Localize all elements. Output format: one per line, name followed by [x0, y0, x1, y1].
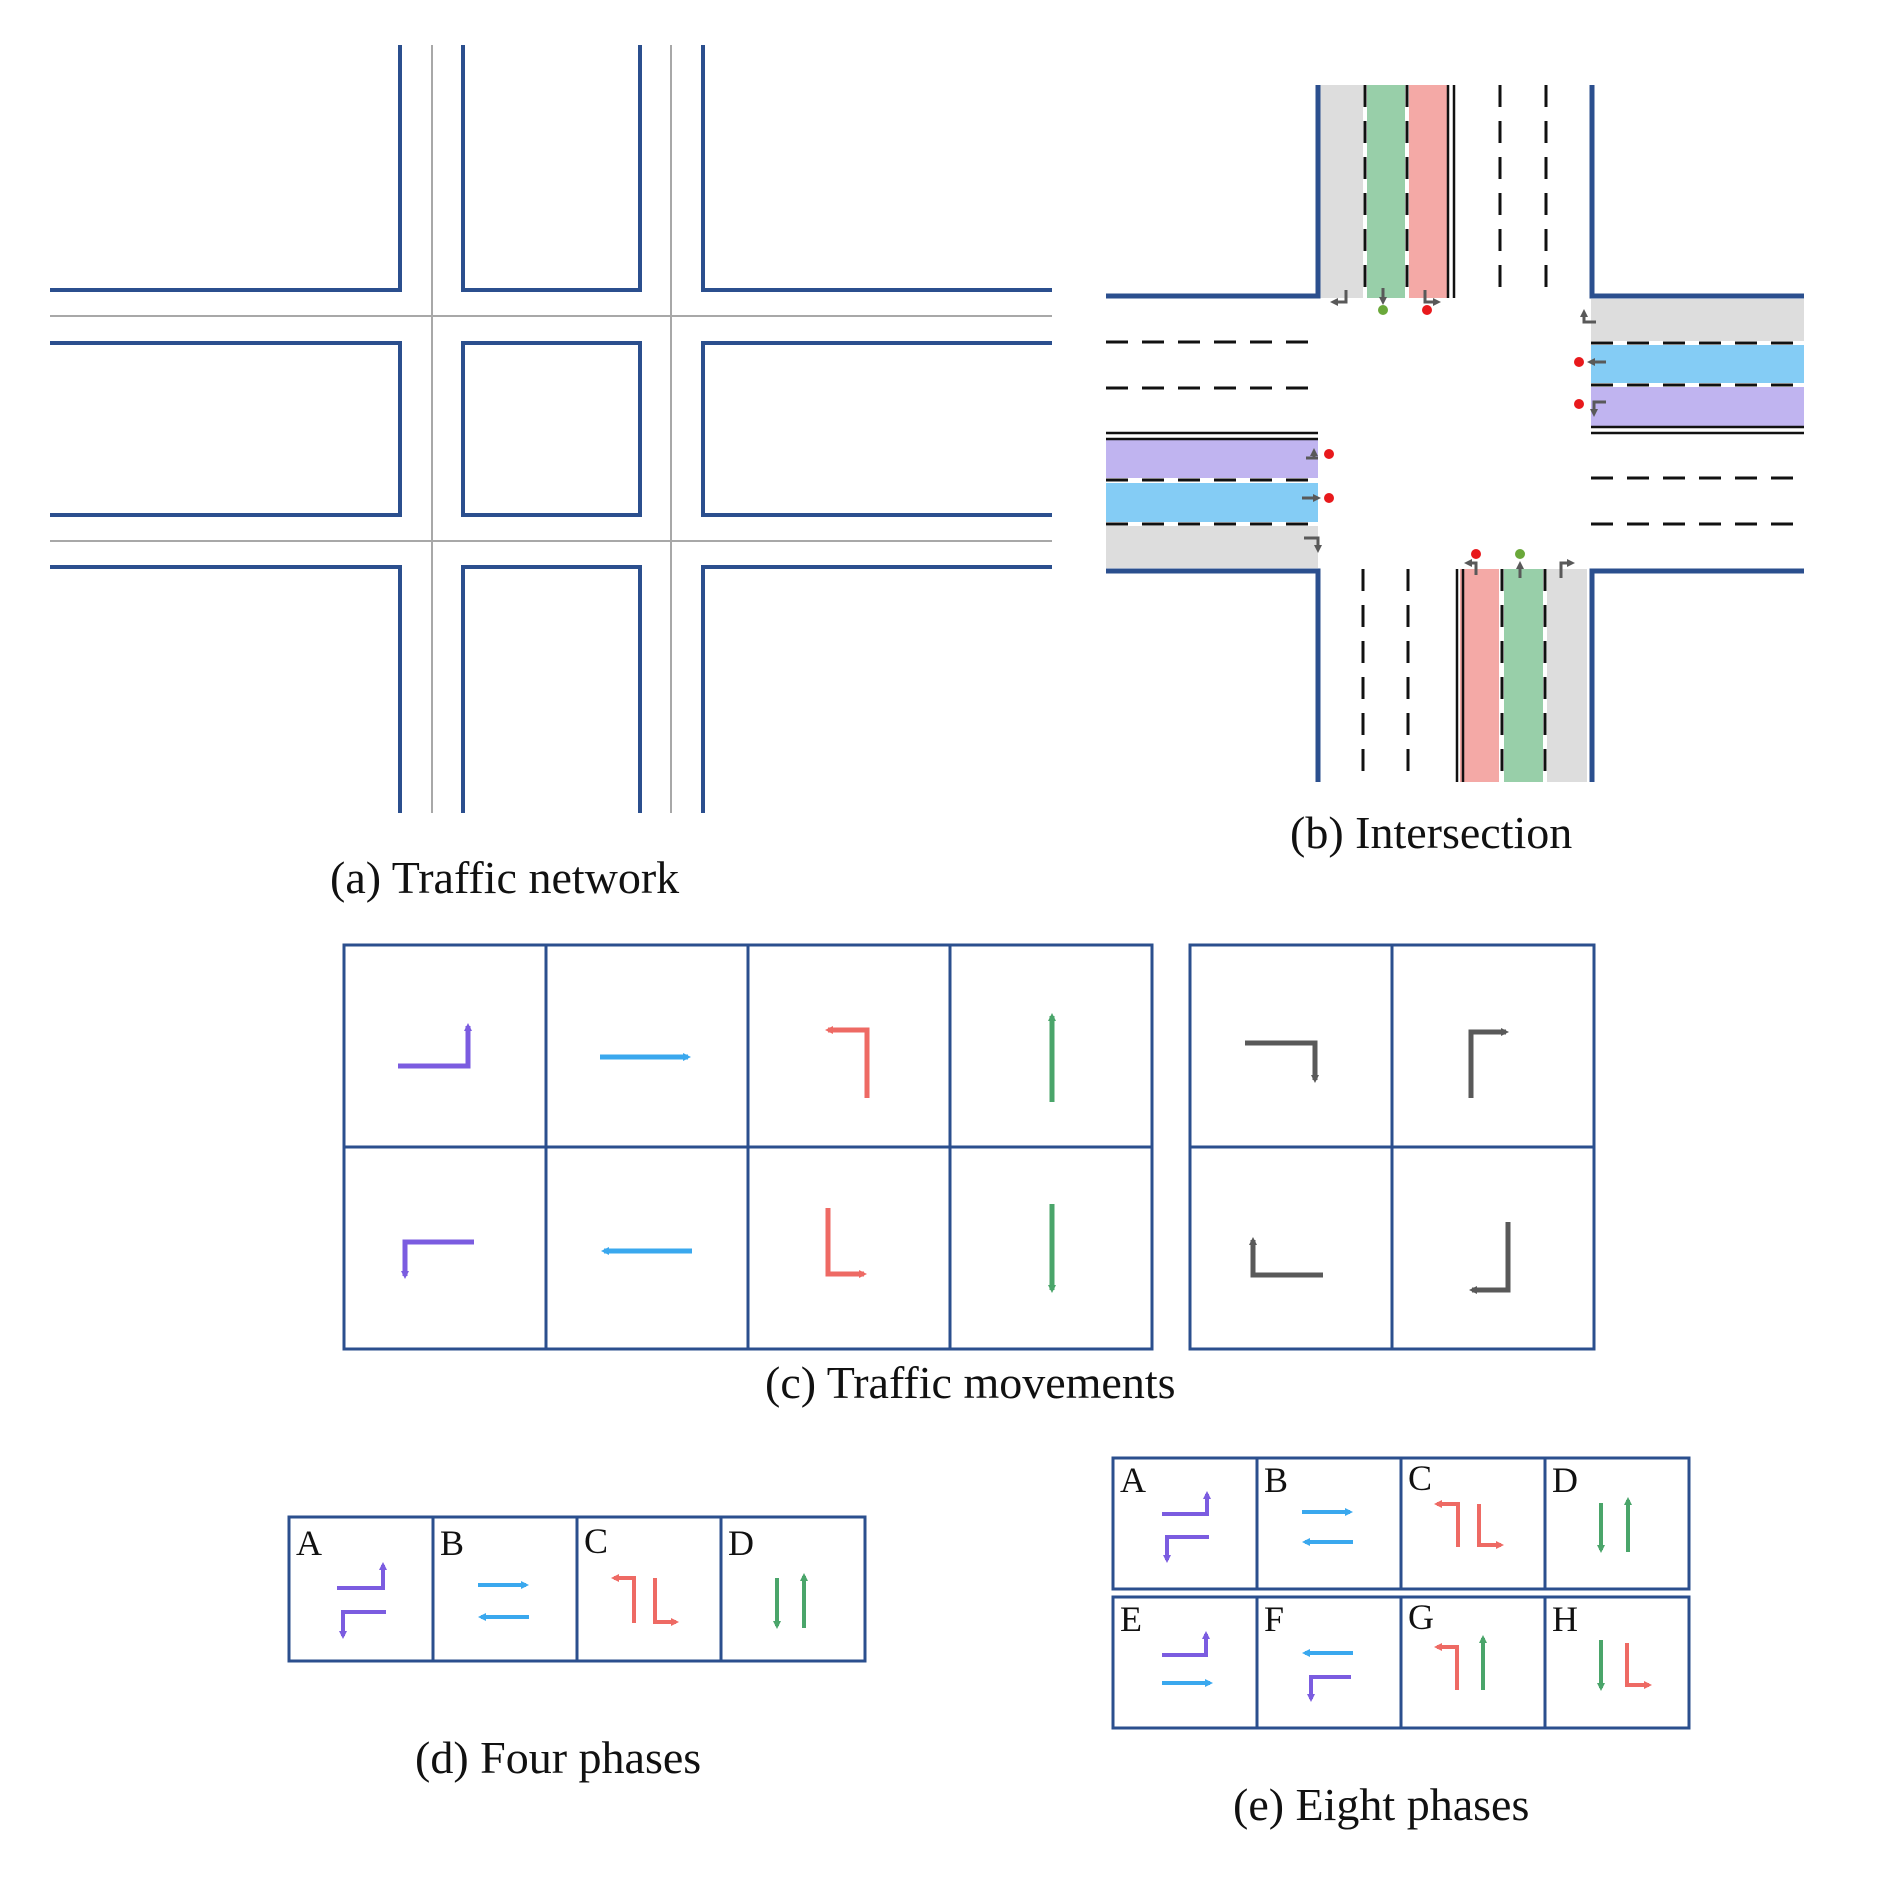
intersection-curbs	[1106, 85, 1804, 782]
east-approach-lanes	[1591, 299, 1804, 426]
phase-c-icon	[611, 1574, 679, 1626]
eight-phase-label-b: B	[1264, 1462, 1289, 1500]
phase-a-icon	[337, 1562, 387, 1639]
eight-phase-f-icon	[1302, 1649, 1353, 1702]
eight-phase-boxes	[1111, 1456, 1691, 1730]
caption-eight-phases: (e) Eight phases	[1233, 1782, 1530, 1830]
left-turn-southbound-icon	[825, 1026, 870, 1098]
caption-four-phases: (d) Four phases	[415, 1735, 702, 1783]
four-phase-label-b: B	[440, 1525, 465, 1563]
eight-phase-label-f: F	[1264, 1601, 1285, 1639]
caption-traffic-movements: (c) Traffic movements	[765, 1360, 1176, 1408]
intersection	[1106, 85, 1804, 782]
left-turn-northbound-icon	[825, 1208, 867, 1278]
north-approach-lanes	[1320, 85, 1448, 298]
eight-phase-label-h: H	[1552, 1601, 1578, 1639]
eight-phase-e-icon	[1162, 1631, 1213, 1687]
left-turn-westbound-icon	[401, 1239, 474, 1279]
caption-traffic-network: (a) Traffic network	[330, 855, 680, 903]
traffic-movements	[342, 943, 1596, 1351]
phase-d-icon	[773, 1573, 808, 1629]
right-turn-northbound-icon	[1468, 1028, 1509, 1098]
eight-phase-c-icon	[1434, 1500, 1504, 1549]
caption-intersection: (b) Intersection	[1290, 810, 1573, 858]
traffic-network	[50, 45, 1052, 813]
center-lines	[1106, 85, 1804, 782]
eight-phase-label-e: E	[1120, 1601, 1142, 1639]
eight-phase-label-c: C	[1408, 1460, 1433, 1498]
four-phase-label-d: D	[728, 1525, 754, 1563]
right-turn-eastbound-icon	[1249, 1237, 1323, 1278]
four-phase-label-c: C	[584, 1523, 609, 1561]
right-turn-southbound-icon	[1469, 1222, 1511, 1294]
four-phases	[287, 1515, 867, 1663]
eight-phase-d-icon	[1597, 1497, 1632, 1553]
eight-phase-label-d: D	[1552, 1462, 1578, 1500]
west-approach-lanes	[1106, 440, 1318, 568]
eight-phase-b-icon	[1302, 1508, 1353, 1546]
right-turn-westbound-icon	[1245, 1040, 1319, 1083]
network-road-borders	[50, 45, 1052, 813]
eight-phases	[1111, 1456, 1691, 1730]
south-approach-lanes	[1460, 569, 1587, 782]
eight-phase-h-icon	[1597, 1640, 1652, 1691]
eight-phase-g-icon	[1434, 1635, 1487, 1690]
eight-phase-label-a: A	[1120, 1462, 1146, 1500]
four-phase-boxes	[287, 1515, 867, 1663]
network-median-lines	[50, 45, 1052, 813]
left-turn-eastbound-icon	[398, 1023, 472, 1069]
eight-phase-label-g: G	[1408, 1599, 1434, 1637]
movement-grid	[342, 943, 1596, 1351]
stopline-arrows	[1302, 288, 1606, 578]
phase-b-icon	[478, 1581, 529, 1621]
signal-lights	[1324, 305, 1584, 559]
four-phase-label-a: A	[296, 1525, 322, 1563]
eight-phase-a-icon	[1162, 1491, 1211, 1563]
